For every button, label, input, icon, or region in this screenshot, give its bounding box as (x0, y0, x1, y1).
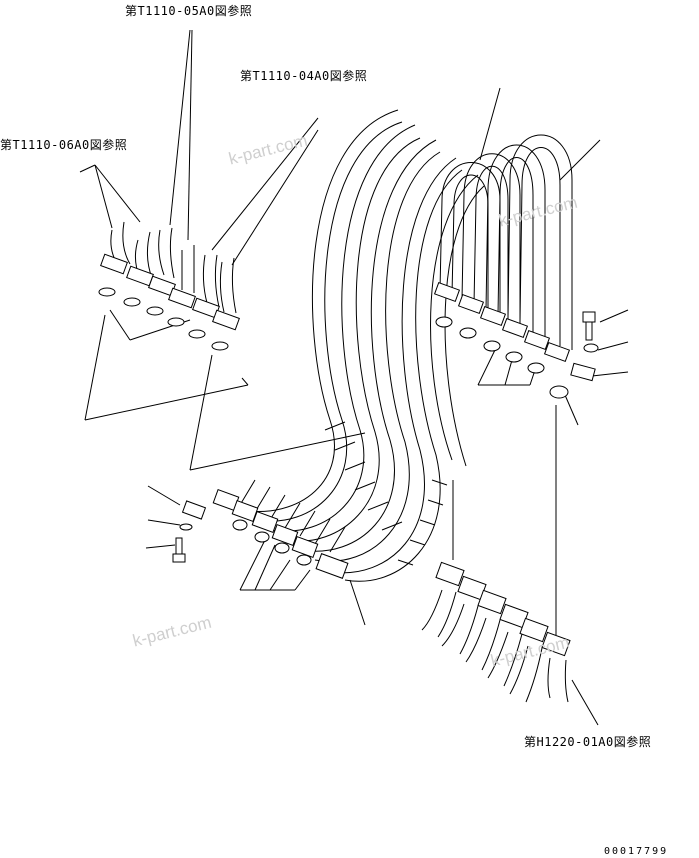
long-hoses (239, 109, 485, 582)
reference-t1110-05: 第T1110-05A0図参照 (125, 4, 253, 18)
upper-right-hoses (433, 134, 573, 363)
left-bolt-set (172, 500, 207, 563)
right-bolt-set (570, 311, 599, 382)
upper-left-o-rings (98, 287, 229, 351)
upper-left-fittings (100, 221, 240, 331)
bottom-right-flanges (421, 405, 571, 703)
reference-h1220-01: 第H1220-01A0図参照 (524, 735, 652, 749)
leader-lines (79, 29, 629, 726)
upper-right-o-rings (435, 316, 569, 399)
bottom-left-flanges (212, 489, 349, 579)
reference-t1110-06: 第T1110-06A0図参照 (0, 138, 128, 152)
reference-t1110-04: 第T1110-04A0図参照 (240, 69, 368, 83)
document-number: 00017799 (604, 846, 669, 857)
